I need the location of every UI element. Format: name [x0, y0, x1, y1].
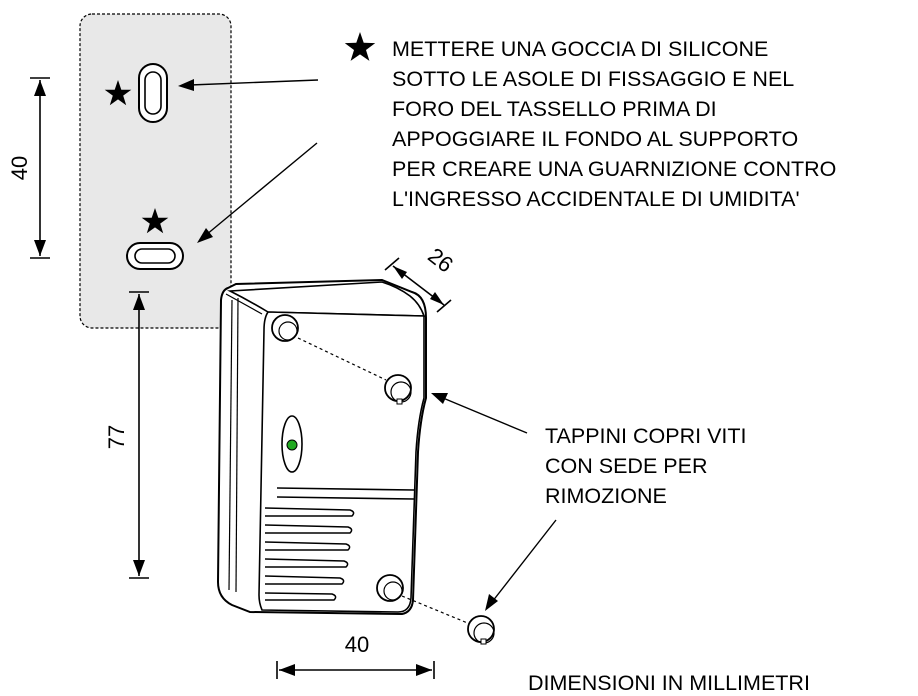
status-led [281, 415, 303, 473]
width-dimension: 40 [276, 632, 435, 679]
screw-cap-top-right [384, 374, 412, 405]
slot-spacing-dimension: 40 [7, 77, 50, 259]
star-icon [141, 208, 169, 234]
vent-grille [264, 507, 355, 601]
back-plate [79, 13, 232, 329]
silicone-instruction: METTERE UNA GOCCIA DI SILICONE SOTTO LE … [344, 32, 836, 211]
star-icon [344, 32, 376, 61]
lower-fixing-slot [126, 242, 184, 270]
loose-screw-cap [467, 615, 495, 645]
caps-note-line: TAPPINI COPRI VITI [545, 424, 747, 448]
star-icon [104, 80, 132, 106]
silicone-note-line: APPOGGIARE IL FONDO AL SUPPORTO [392, 127, 798, 151]
upper-fixing-slot [138, 63, 168, 123]
screw-hole-bottom [376, 574, 404, 602]
silicone-note-line: METTERE UNA GOCCIA DI SILICONE [392, 37, 768, 61]
caps-note-line: CON SEDE PER [545, 454, 707, 478]
silicone-note-line: FORO DEL TASSELLO PRIMA DI [392, 97, 717, 121]
device-body [216, 278, 471, 625]
height-dimension: 77 [104, 291, 149, 579]
height-value: 77 [104, 425, 129, 449]
width-value: 40 [345, 632, 369, 657]
screw-hole-top-left [271, 314, 299, 342]
caps-note-line: RIMOZIONE [545, 484, 667, 508]
silicone-note-line: SOTTO LE ASOLE DI FISSAGGIO E NEL [392, 67, 794, 91]
slot-spacing-value: 40 [7, 156, 32, 180]
silicone-note-line: PER CREARE UNA GUARNIZIONE CONTRO [392, 157, 836, 181]
units-note: DIMENSIONI IN MILLIMETRI [528, 671, 810, 695]
silicone-note-line: L'INGRESSO ACCIDENTALE DI UMIDITA' [392, 187, 800, 211]
depth-value: 26 [423, 243, 458, 278]
leader-arrows [178, 79, 557, 611]
screw-caps-note: TAPPINI COPRI VITI CON SEDE PER RIMOZION… [545, 424, 747, 508]
